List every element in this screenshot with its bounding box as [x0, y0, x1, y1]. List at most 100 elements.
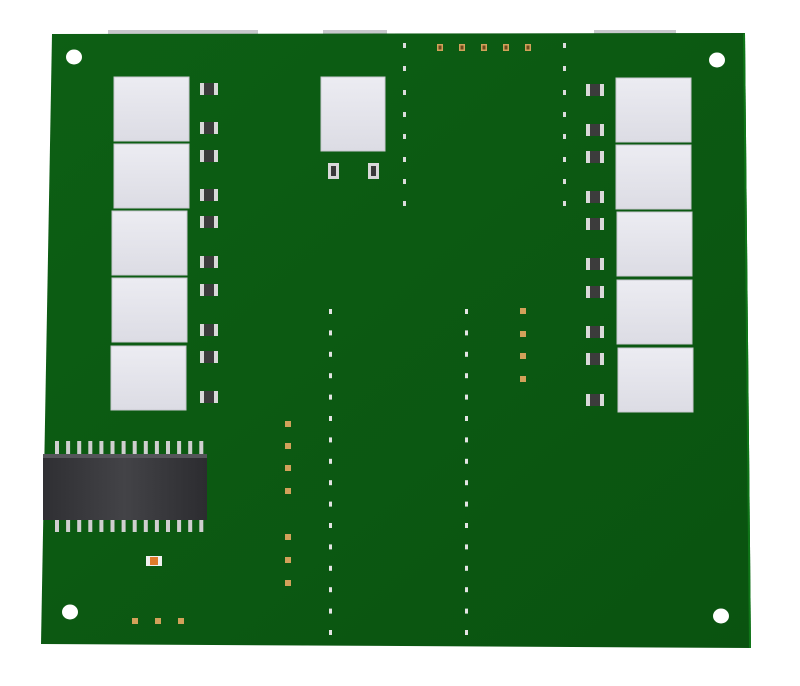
mounting-hole: [709, 52, 725, 68]
large-square-pad: [615, 144, 692, 210]
header-pin: [329, 587, 332, 593]
header-pin: [329, 373, 332, 379]
header-pin: [465, 523, 468, 528]
ic-pin: [154, 519, 159, 532]
smd-capacitor-body: [590, 218, 600, 230]
smd-pin: [403, 179, 406, 184]
smd-pin: [563, 201, 566, 206]
smd-component-body: [371, 166, 376, 176]
smd-capacitor-body: [590, 151, 600, 163]
header-pin: [329, 309, 332, 314]
ic-pin: [143, 441, 148, 455]
header-pin: [329, 437, 332, 443]
header-pin: [329, 394, 332, 400]
smd-capacitor-body: [204, 256, 214, 268]
smd-capacitor-body: [204, 122, 214, 134]
board-edge: [743, 33, 751, 648]
smd-pin: [403, 157, 406, 162]
top-edge-connector: [323, 30, 387, 34]
header-pin: [465, 373, 468, 379]
ic-pin: [99, 441, 104, 455]
mounting-hole: [66, 49, 82, 65]
gold-pad: [285, 580, 291, 586]
header-pin: [465, 608, 468, 614]
header-pin: [329, 458, 332, 464]
smd-capacitor-body: [204, 83, 214, 95]
large-square-pad: [110, 345, 187, 411]
smd-capacitor-body: [204, 284, 214, 296]
ic-pin: [143, 519, 148, 532]
smd-capacitor-body: [590, 124, 600, 136]
header-pin: [465, 309, 468, 314]
smd-capacitor-body: [204, 150, 214, 162]
ic-pin: [166, 519, 170, 532]
gold-pad: [520, 331, 526, 337]
smd-led-center: [526, 45, 530, 50]
gold-pad: [285, 534, 291, 540]
smd-pin: [563, 66, 566, 71]
ic-pin: [188, 519, 193, 532]
ic-pin: [154, 441, 159, 455]
large-square-pad: [113, 143, 190, 209]
smd-capacitor-body: [590, 394, 600, 406]
top-edge-connector: [108, 30, 258, 34]
smd-pin: [403, 134, 406, 139]
header-pin: [465, 501, 468, 507]
smd-pin: [563, 157, 566, 162]
large-square-pad: [111, 277, 188, 343]
header-pin: [465, 394, 468, 400]
ic-pin: [166, 441, 170, 455]
smd-pin: [403, 90, 406, 95]
ic-pin: [188, 441, 193, 455]
smd-pin: [563, 112, 566, 117]
ic-pin: [132, 519, 137, 532]
header-pin: [329, 608, 332, 614]
pcb-board: [41, 33, 751, 648]
ic-pin: [177, 441, 182, 455]
header-pin: [465, 458, 468, 464]
smd-capacitor-body: [204, 216, 214, 228]
large-square-pad: [113, 76, 190, 142]
smd-pin: [403, 112, 406, 117]
gold-pad: [178, 618, 184, 624]
ic-pin: [121, 519, 126, 532]
smd-capacitor-body: [590, 191, 600, 203]
ic-pin: [88, 519, 93, 532]
ic-pin: [132, 441, 137, 455]
smd-led-center: [482, 45, 486, 50]
smd-capacitor-body: [590, 353, 600, 365]
large-square-pad: [616, 211, 693, 277]
ic-pin: [99, 519, 104, 532]
smd-led-center: [460, 45, 464, 50]
smd-pin: [563, 43, 566, 48]
ic-top-bevel: [43, 454, 207, 458]
header-pin: [465, 544, 468, 550]
smd-capacitor-body: [204, 391, 214, 403]
large-square-pad: [615, 77, 692, 143]
header-pin: [465, 480, 468, 486]
large-square-pad: [617, 347, 694, 413]
ic-pin: [177, 519, 182, 532]
ic-pin: [66, 519, 71, 532]
gold-pad: [520, 308, 526, 314]
header-pin: [329, 480, 332, 486]
gold-pad: [520, 376, 526, 382]
smd-capacitor-body: [590, 326, 600, 338]
smd-pin: [403, 201, 406, 206]
smd-capacitor-body: [590, 258, 600, 270]
header-pin: [465, 330, 468, 336]
smd-pin: [563, 179, 566, 184]
smd-capacitor-body: [204, 351, 214, 363]
top-edge-connector: [594, 30, 676, 34]
header-pin: [329, 544, 332, 550]
smd-led-center: [504, 45, 508, 50]
ic-pin: [77, 441, 82, 455]
gold-pad: [155, 618, 161, 624]
smd-capacitor-body: [204, 324, 214, 336]
smd-pin: [563, 134, 566, 139]
gold-pad: [285, 465, 291, 471]
smd-pin: [563, 90, 566, 95]
gold-pad: [285, 421, 291, 427]
mounting-hole: [713, 608, 729, 624]
